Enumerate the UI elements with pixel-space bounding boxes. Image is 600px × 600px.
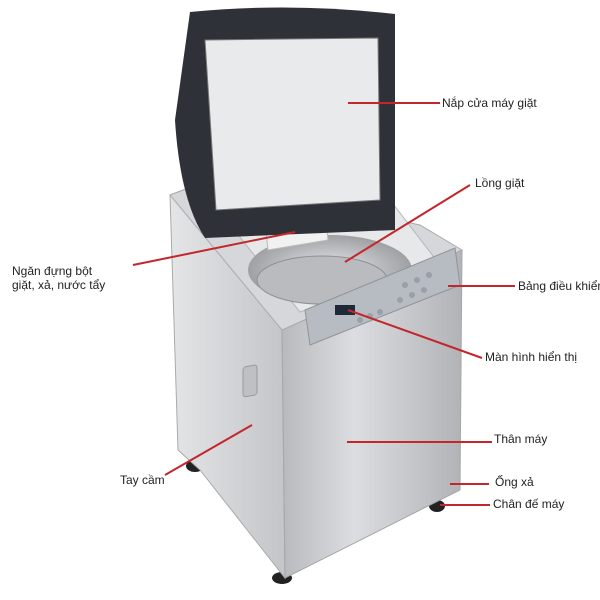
label-lid: Nắp cửa máy giặt (442, 96, 537, 110)
label-dispenser-line1: Ngăn đựng bột (12, 264, 93, 278)
label-body: Thân máy (494, 432, 548, 446)
label-drum: Lồng giặt (475, 176, 525, 190)
display-screen (335, 305, 355, 315)
label-drain-hose: Ống xả (495, 475, 534, 489)
leader-lines (132, 102, 515, 506)
label-feet: Chân đế máy (493, 497, 565, 511)
lid-window (204, 37, 381, 211)
label-control-panel: Bảng điều khiển (518, 279, 600, 293)
label-handle: Tay cầm (120, 473, 165, 487)
handle-recess (242, 364, 258, 398)
label-display: Màn hình hiển thị (485, 350, 578, 364)
label-dispenser-line2: giặt, xả, nước tẩy (12, 278, 106, 292)
